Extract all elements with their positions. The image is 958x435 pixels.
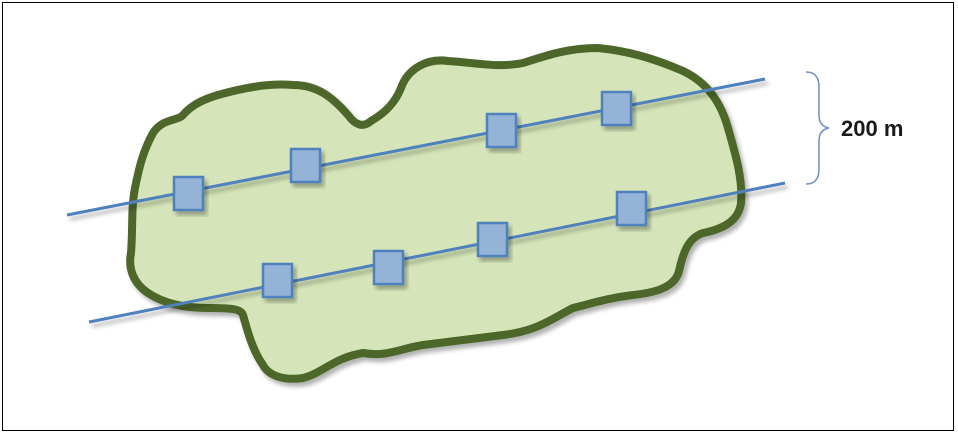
sample-marker bbox=[289, 147, 322, 184]
sample-marker bbox=[600, 90, 633, 127]
spacing-brace bbox=[805, 71, 830, 185]
sample-marker bbox=[372, 249, 405, 286]
marker-group-lower bbox=[261, 190, 648, 299]
marker-group-upper bbox=[172, 90, 633, 212]
sample-marker bbox=[615, 190, 648, 227]
sample-marker bbox=[476, 221, 509, 258]
survey-area bbox=[126, 44, 746, 383]
sample-marker bbox=[485, 112, 518, 149]
spacing-label: 200 m bbox=[841, 116, 903, 141]
transect-line-lower bbox=[88, 181, 786, 324]
sample-marker bbox=[172, 175, 205, 212]
survey-diagram: 200 m bbox=[66, 44, 903, 383]
sample-marker bbox=[261, 262, 294, 299]
